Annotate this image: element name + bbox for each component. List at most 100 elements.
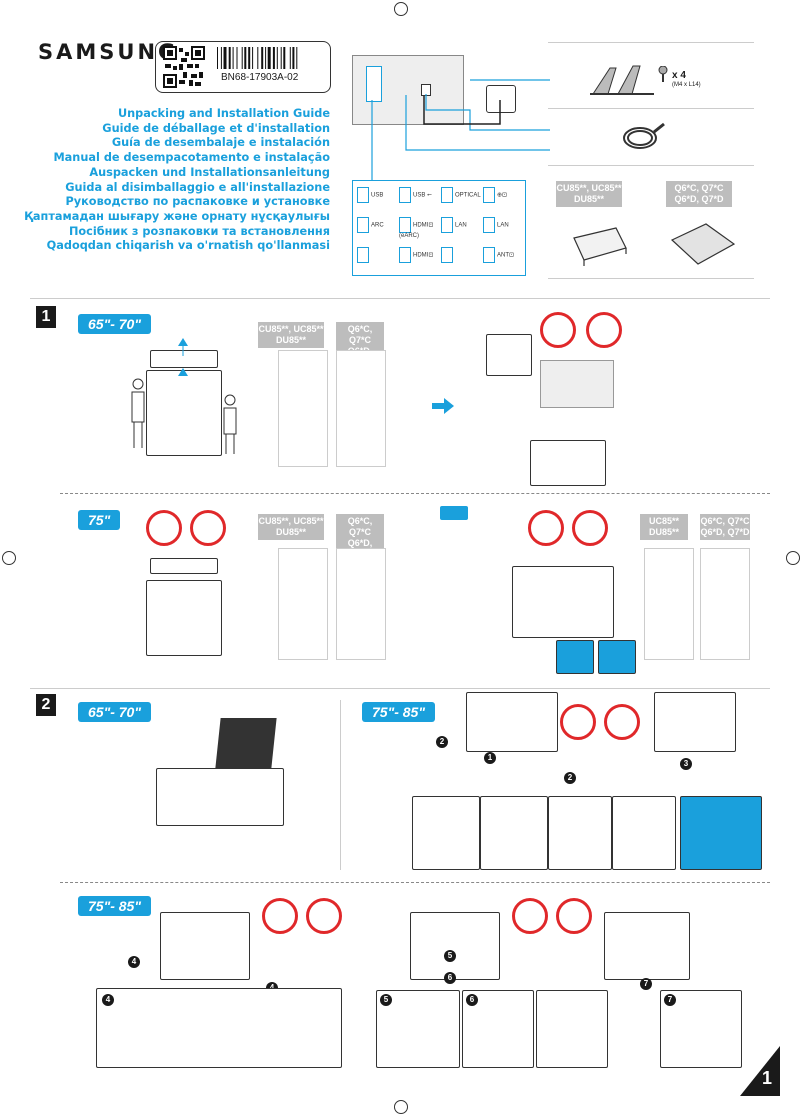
model-badge-a: CU85**, UC85** DU85** <box>258 322 324 348</box>
no-lifting-icon <box>572 510 608 546</box>
registration-mark <box>394 2 408 16</box>
lan-icon <box>483 217 495 233</box>
callout-4: 4 <box>102 994 114 1006</box>
stand-icon <box>590 65 654 95</box>
step-detail-6b <box>536 990 608 1068</box>
contents-column <box>700 548 750 660</box>
detail-inset <box>530 440 606 486</box>
person-right-icon <box>223 394 237 454</box>
wall-outlet-icon <box>486 85 516 113</box>
model-badge-a: CU85**, UC85** DU85** <box>258 514 324 540</box>
port-label: ARC <box>371 222 384 229</box>
connector-lines <box>371 79 550 180</box>
table-figure <box>156 768 284 826</box>
no-lifting-icon <box>556 898 592 934</box>
size-badge: 65"- 70" <box>78 314 151 334</box>
tv-packaging-figure <box>486 334 532 376</box>
no-lifting-icon <box>586 312 622 348</box>
step-detail-1 <box>412 796 480 870</box>
contents-column <box>644 548 694 660</box>
unbox-figure <box>146 580 222 656</box>
no-lifting-icon <box>604 704 640 740</box>
barcode <box>217 47 298 69</box>
contents-column <box>278 350 328 467</box>
ant-in-icon <box>483 247 495 263</box>
model-badge-b: Q6*C, Q7*C Q6*D, Q7*D <box>666 181 732 207</box>
up-arrow-icon <box>178 338 188 376</box>
guide-title: Guida al disimballaggio e all'installazi… <box>65 180 330 194</box>
step-number-2: 2 <box>36 694 56 716</box>
registration-mark <box>786 551 800 565</box>
right-arrow-icon <box>432 398 454 414</box>
step-detail-3 <box>680 796 762 870</box>
contents-column <box>336 350 386 467</box>
callout-5: 5 <box>380 994 392 1006</box>
callout-4: 4 <box>128 956 140 968</box>
ant-in-icon: ANT⊡ <box>483 247 523 273</box>
usb-port-icon: USB ⭠ <box>399 187 439 213</box>
antenna-icon <box>441 247 453 263</box>
optical-icon: OPTICAL <box>441 187 481 213</box>
port-label: HDMI⊡ <box>413 252 434 259</box>
page-number: 1 <box>762 1068 773 1088</box>
usb-icon: USB <box>357 187 397 213</box>
tv-port-area <box>366 66 382 102</box>
model-badge-a: CU85**, UC85** DU85** <box>556 181 622 207</box>
registration-mark <box>2 551 16 565</box>
model-badge-b: Q6*C, Q7*C Q6*D, Q7*D <box>700 514 750 540</box>
step-detail-4 <box>96 988 342 1068</box>
callout-2: 2 <box>436 736 448 748</box>
port-label: ANT⊡ <box>497 252 515 259</box>
guide-title: Auspacken und Installationsanleitung <box>89 165 330 179</box>
hdmi-arc-icon: HDMI⊡ (eARC) <box>399 217 439 243</box>
size-badge: 75" <box>78 510 121 530</box>
ex-link-icon: ⊕⊡ <box>483 187 523 213</box>
no-cutting-icon <box>560 704 596 740</box>
contents-column <box>278 548 328 660</box>
guide-title: Unpacking and Installation Guide <box>117 107 330 120</box>
hdmi-arc-icon <box>399 217 411 233</box>
vertical-divider <box>340 700 341 870</box>
brand-logo: SAMSUNG <box>38 40 179 64</box>
port-label: OPTICAL <box>455 192 481 199</box>
screw-icon <box>658 66 668 82</box>
callout-2: 2 <box>564 772 576 784</box>
contents-column <box>336 548 386 660</box>
person-left-icon <box>131 378 145 448</box>
tv-upright-figure <box>604 912 690 980</box>
box-open-figure <box>512 566 614 638</box>
guide-title: Guía de desembalaje e instalación <box>111 136 330 150</box>
unbox-figure <box>146 370 222 456</box>
clip-inset-1 <box>556 640 594 674</box>
no-cutting-icon <box>528 510 564 546</box>
ex-link-icon <box>483 187 495 203</box>
port-label: USB ⭠ <box>413 192 432 199</box>
callout-1: 1 <box>484 752 496 764</box>
antenna-icon <box>441 247 481 273</box>
tv-in-box-figure <box>654 692 736 752</box>
lan-jack-icon <box>441 217 453 233</box>
usb-icon <box>357 187 369 203</box>
step-number-1: 1 <box>36 306 56 328</box>
arc-icon <box>357 217 369 233</box>
guide-title: Қаптамадан шығару және орнату нұсқаулығы <box>24 209 330 223</box>
guide-title: Guide de déballage et d'installation <box>102 121 330 135</box>
label-code: BN68-17903A-02 <box>221 72 299 83</box>
usb-port-icon <box>399 187 411 203</box>
no-lifting-icon <box>306 898 342 934</box>
product-label <box>155 41 331 93</box>
hdmi-icon: HDMI⊡ <box>399 247 439 273</box>
size-badge: 75"- 85" <box>362 702 435 722</box>
no-cutting-icon <box>512 898 548 934</box>
size-badge: 75"- 85" <box>78 896 151 916</box>
port-label: USB <box>371 192 384 199</box>
port-label: LAN <box>455 222 467 229</box>
box-lid <box>150 558 218 574</box>
no-cutting-icon <box>540 312 576 348</box>
registration-mark <box>394 1100 408 1114</box>
callout-7: 7 <box>640 978 652 990</box>
callout-6: 6 <box>444 972 456 984</box>
model-badge-c: UC85** DU85** <box>640 514 688 540</box>
